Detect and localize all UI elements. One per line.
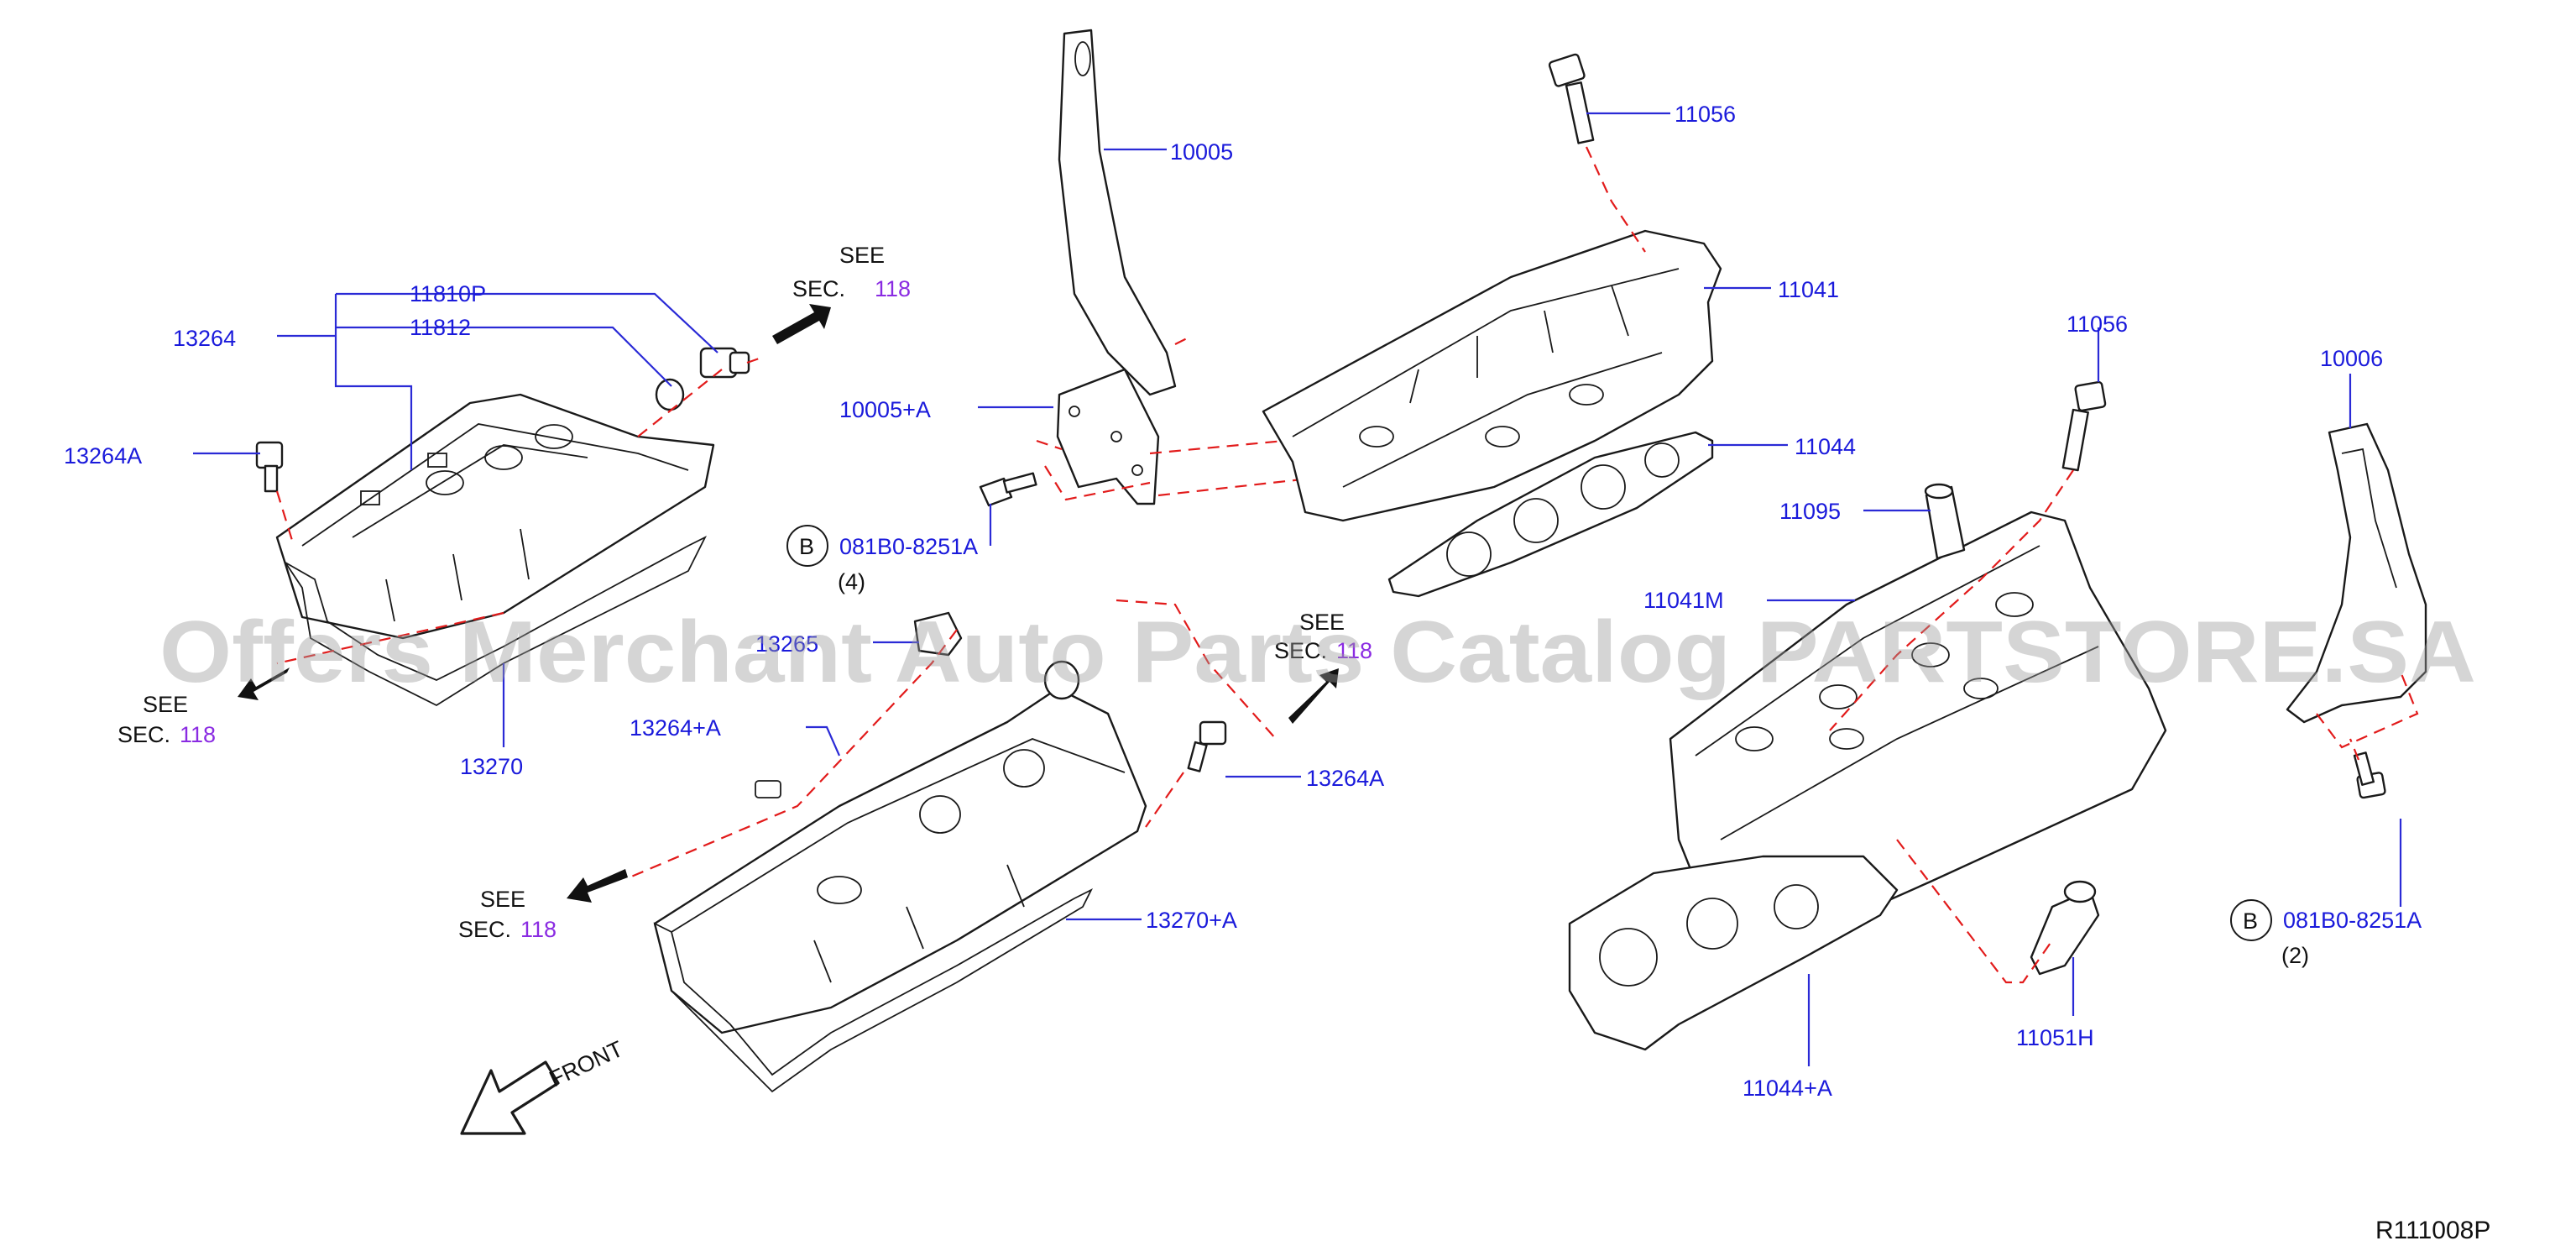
cylinder-head-11041: [1262, 229, 1722, 522]
see-sec-arrow-4: [567, 869, 628, 903]
bolt-13264a-center: [1187, 720, 1227, 772]
label-11051h: 11051H: [2016, 1025, 2094, 1050]
label-11056-top: 11056: [1675, 102, 1736, 127]
sec-number: 118: [875, 276, 911, 301]
label-081b0-4: 081B0-8251A: [839, 534, 978, 559]
label-10005a: 10005+A: [839, 397, 931, 422]
sec-text: SEC.: [1274, 638, 1327, 663]
label-13264a-left: 13264A: [64, 443, 142, 469]
label-11041: 11041: [1778, 277, 1839, 302]
see-text: SEE: [839, 243, 885, 268]
leader-lines: [193, 112, 2402, 1066]
label-13264a-center: 13264A: [1306, 766, 1384, 791]
sec-number: 118: [180, 722, 216, 747]
circle-b-left: B: [786, 525, 828, 567]
pcv-valve: [655, 347, 750, 411]
valve-cover-left: [275, 393, 715, 640]
bolt-081b0-left: [979, 472, 1037, 507]
engine-slinger-10006: [2286, 422, 2427, 724]
label-11810p: 11810P: [410, 281, 486, 306]
front-label: FRONT: [546, 1036, 627, 1092]
label-081b0-2: 081B0-8251A: [2283, 908, 2422, 933]
label-11095: 11095: [1779, 499, 1841, 524]
head-gasket-11044: [1387, 431, 1714, 598]
part-labels: 10005 11056 11810P 11812 13264 13264A 10…: [64, 102, 2422, 1101]
circle-b-text: B: [2243, 908, 2258, 934]
label-13264: 13264: [173, 326, 236, 351]
see-sec-callout-2: SEE SEC. 118: [118, 692, 216, 747]
see-sec-callout-1: SEE SEC. 118: [792, 243, 911, 301]
see-sec-arrow-3: [1288, 668, 1339, 724]
see-text: SEE: [480, 887, 525, 912]
bolt-11056-top: [1548, 53, 1595, 144]
head-gasket-11044a: [1568, 855, 1899, 1051]
bolt-081b0-right: [2353, 751, 2386, 799]
bolt-13264a-left: [255, 441, 284, 493]
sec-text: SEC.: [792, 276, 845, 301]
label-11056-right: 11056: [2067, 312, 2128, 337]
watermark: Offers Merchant Auto Parts Catalog PARTS…: [159, 604, 2476, 701]
valve-cover-center: [653, 660, 1147, 1034]
plug-11051h: [2030, 880, 2100, 976]
see-sec-callout-3: SEE SEC. 118: [1274, 610, 1372, 663]
diagram-code: R111008P: [2375, 1217, 2490, 1244]
sec-number: 118: [1336, 638, 1372, 663]
sec-text: SEC.: [118, 722, 170, 747]
engine-slinger-10005: [1056, 29, 1177, 505]
see-text: SEE: [1299, 610, 1345, 635]
label-10006: 10006: [2320, 346, 2383, 371]
label-11812: 11812: [410, 315, 471, 340]
bolt-11056-right: [2061, 380, 2107, 472]
dowel-11095: [1924, 483, 1966, 560]
label-qty-2: (2): [2281, 943, 2309, 968]
sec-text: SEC.: [458, 917, 511, 942]
see-sec-arrow-1: [772, 304, 831, 344]
see-text: SEE: [143, 692, 188, 717]
label-11044: 11044: [1795, 434, 1856, 459]
see-sec-arrow-2: [238, 668, 290, 700]
circle-b-right: B: [2230, 899, 2272, 941]
label-11044a: 11044+A: [1743, 1076, 1832, 1101]
label-13264a-plus: 13264+A: [630, 715, 721, 741]
circle-b-text: B: [799, 534, 814, 559]
label-13270a: 13270+A: [1146, 908, 1237, 933]
sec-number: 118: [520, 917, 556, 942]
label-13270: 13270: [460, 754, 523, 779]
label-10005: 10005: [1170, 139, 1233, 165]
label-11041m: 11041M: [1643, 588, 1724, 613]
seal-13265: [913, 611, 963, 657]
valve-cover-gasket-center: [653, 887, 1094, 1093]
label-qty-4: (4): [838, 569, 865, 594]
see-sec-callout-4: SEE SEC. 118: [458, 887, 556, 942]
label-13265: 13265: [755, 631, 818, 657]
front-arrow: [460, 1060, 560, 1135]
